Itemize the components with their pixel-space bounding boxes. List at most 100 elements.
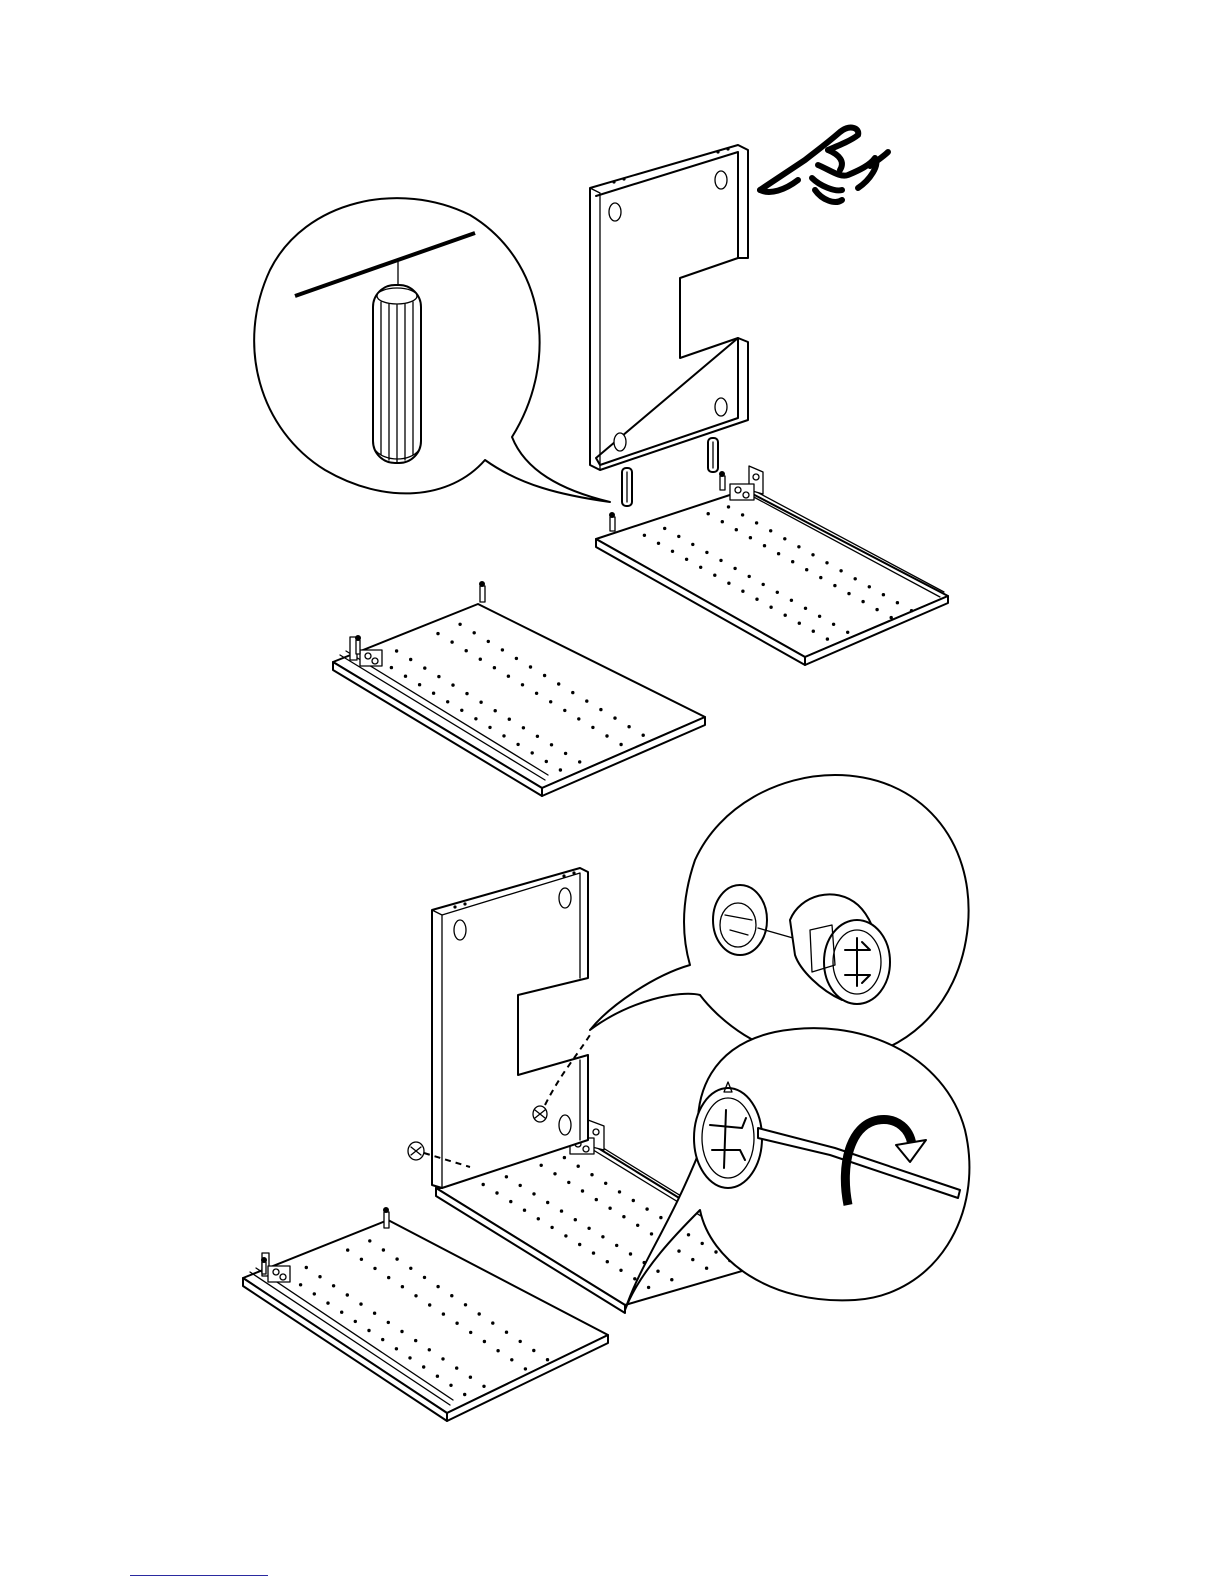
pilot-hole bbox=[482, 1385, 485, 1388]
pilot-hole bbox=[522, 726, 525, 729]
pilot-hole bbox=[687, 1233, 690, 1236]
pilot-hole bbox=[441, 1357, 444, 1360]
pilot-hole bbox=[550, 743, 553, 746]
pilot-hole bbox=[896, 601, 899, 604]
pilot-hole bbox=[495, 1191, 498, 1194]
pilot-hole bbox=[529, 665, 532, 668]
pilot-hole bbox=[487, 640, 490, 643]
pilot-hole bbox=[657, 542, 660, 545]
pilot-hole bbox=[615, 1244, 618, 1247]
pilot-hole bbox=[478, 1312, 481, 1315]
pilot-hole bbox=[458, 623, 461, 626]
pilot-hole bbox=[460, 709, 463, 712]
pilot-hole bbox=[804, 607, 807, 610]
pilot-hole bbox=[546, 1201, 549, 1204]
pilot-hole bbox=[847, 592, 850, 595]
pilot-hole bbox=[313, 1292, 316, 1295]
pilot-hole bbox=[423, 666, 426, 669]
pilot-hole bbox=[805, 568, 808, 571]
pilot-hole bbox=[479, 658, 482, 661]
pilot-hole bbox=[769, 606, 772, 609]
pilot-hole bbox=[502, 734, 505, 737]
pilot-hole bbox=[465, 649, 468, 652]
pilot-hole bbox=[436, 1375, 439, 1378]
footer-rule bbox=[130, 1575, 268, 1576]
pilot-hole bbox=[590, 1173, 593, 1176]
pilot-hole bbox=[861, 600, 864, 603]
pilot-hole bbox=[505, 1175, 508, 1178]
pilot-hole bbox=[721, 520, 724, 523]
pilot-hole bbox=[455, 1366, 458, 1369]
pilot-hole bbox=[763, 544, 766, 547]
pilot-hole bbox=[619, 743, 622, 746]
pilot-hole bbox=[707, 512, 710, 515]
step-2-group bbox=[243, 775, 969, 1421]
pilot-hole bbox=[601, 1235, 604, 1238]
lower-board-right bbox=[596, 466, 948, 665]
pilot-hole bbox=[346, 1248, 349, 1251]
pilot-hole bbox=[713, 574, 716, 577]
pilot-hole bbox=[791, 560, 794, 563]
pilot-hole bbox=[382, 1248, 385, 1251]
pilot-hole bbox=[647, 1286, 650, 1289]
pilot-hole bbox=[741, 513, 744, 516]
pilot-hole bbox=[354, 1320, 357, 1323]
pilot-hole bbox=[559, 768, 562, 771]
pilot-hole bbox=[699, 566, 702, 569]
pilot-hole bbox=[691, 543, 694, 546]
pilot-hole bbox=[428, 1303, 431, 1306]
pilot-hole bbox=[797, 545, 800, 548]
pilot-hole bbox=[510, 1358, 513, 1361]
pilot-hole bbox=[882, 593, 885, 596]
pilot-hole bbox=[423, 1276, 426, 1279]
pilot-hole bbox=[762, 583, 765, 586]
pilot-hole bbox=[749, 536, 752, 539]
pilot-hole bbox=[483, 1340, 486, 1343]
pilot-hole bbox=[532, 1349, 535, 1352]
pilot-hole bbox=[523, 1209, 526, 1212]
pilot-hole bbox=[846, 631, 849, 634]
pilot-hole bbox=[340, 1311, 343, 1314]
pilot-hole bbox=[818, 615, 821, 618]
pilot-hole bbox=[409, 658, 412, 661]
pilot-hole bbox=[446, 700, 449, 703]
pilot-hole bbox=[825, 561, 828, 564]
pilot-hole bbox=[557, 682, 560, 685]
pilot-hole bbox=[574, 1218, 577, 1221]
pilot-hole bbox=[326, 1301, 329, 1304]
pilot-hole bbox=[442, 1312, 445, 1315]
pilot-hole bbox=[493, 666, 496, 669]
pilot-hole bbox=[436, 632, 439, 635]
pilot-hole bbox=[414, 1294, 417, 1297]
pilot-hole bbox=[479, 701, 482, 704]
pilot-hole bbox=[432, 692, 435, 695]
pilot-hole bbox=[755, 598, 758, 601]
pilot-hole bbox=[332, 1284, 335, 1287]
pilot-hole bbox=[373, 1312, 376, 1315]
pilot-hole bbox=[701, 1242, 704, 1245]
pilot-hole bbox=[390, 666, 393, 669]
pilot-hole bbox=[531, 751, 534, 754]
pilot-hole bbox=[769, 529, 772, 532]
pilot-hole bbox=[501, 648, 504, 651]
pilot-hole bbox=[509, 1200, 512, 1203]
pilot-hole bbox=[408, 1356, 411, 1359]
pilot-hole bbox=[465, 692, 468, 695]
pilot-hole bbox=[550, 1226, 553, 1229]
pilot-hole bbox=[663, 527, 666, 530]
pilot-hole bbox=[833, 584, 836, 587]
pilot-hole bbox=[677, 1249, 680, 1252]
pilot-hole bbox=[360, 1258, 363, 1261]
pilot-hole bbox=[839, 569, 842, 572]
pilot-hole bbox=[507, 675, 510, 678]
cam-lock-callout bbox=[590, 775, 969, 1060]
pilot-hole bbox=[741, 590, 744, 593]
pilot-hole bbox=[777, 552, 780, 555]
pilot-hole bbox=[488, 726, 491, 729]
pilot-hole bbox=[450, 1294, 453, 1297]
pilot-hole bbox=[560, 1209, 563, 1212]
pilot-hole bbox=[367, 1329, 370, 1332]
pilot-hole bbox=[469, 1376, 472, 1379]
pilot-hole bbox=[532, 1192, 535, 1195]
